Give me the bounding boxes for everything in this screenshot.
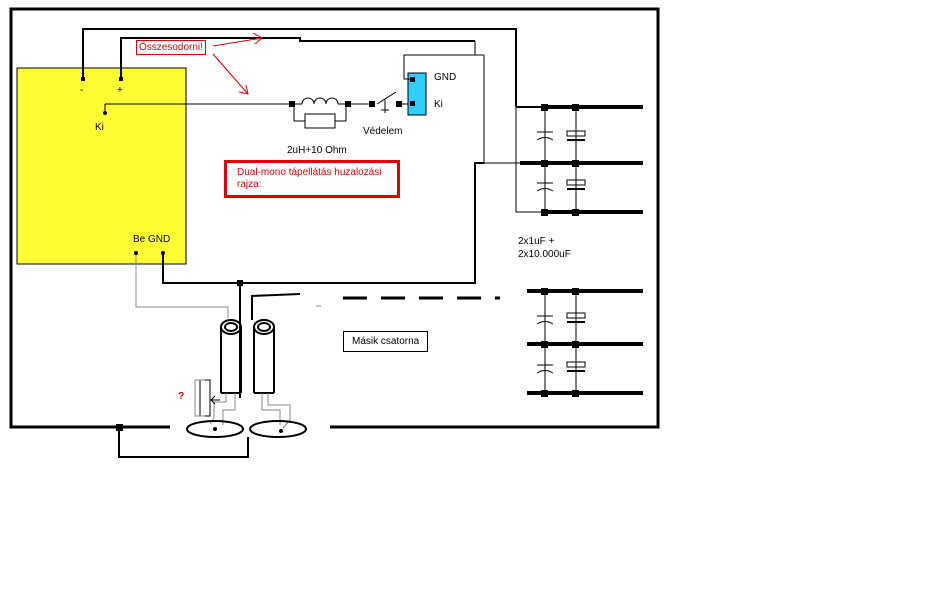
pin-minus xyxy=(81,77,85,81)
gnd-label: GND xyxy=(434,72,457,83)
be-gnd-label: Be GND xyxy=(133,234,171,245)
plus-label: + xyxy=(117,85,123,96)
diagram-title: Dual-mono tápellátás huzalozási rajza: xyxy=(224,160,400,198)
inductor-spec-label: 2uH+10 Ohm xyxy=(287,145,347,156)
amplifier-module xyxy=(16,67,187,265)
outer-frame xyxy=(9,7,660,429)
caps-spec-line1: 2x1uF + xyxy=(518,236,555,247)
shielded-cables xyxy=(220,319,275,394)
protection-switch xyxy=(370,91,410,113)
ki-right-label: Ki xyxy=(434,99,443,110)
question-mark: ? xyxy=(178,391,185,402)
protection-label: Védelem xyxy=(363,126,403,137)
output-line xyxy=(104,103,292,112)
capacitor-bank-upper xyxy=(484,105,643,214)
rca-jacks xyxy=(186,420,307,438)
twist-note: Összesodorni! xyxy=(136,40,206,55)
caps-spec-line2: 2x10.000uF xyxy=(518,249,571,260)
minus-label: - xyxy=(80,85,84,96)
other-channel-box: Másik csatorna xyxy=(343,331,429,352)
potentiometer xyxy=(194,379,220,417)
inductor-resistor xyxy=(292,97,370,129)
note-arrows xyxy=(212,32,263,95)
ground-wiring xyxy=(135,162,500,398)
pin-plus xyxy=(119,77,123,81)
bottom-ground-loop xyxy=(118,427,249,458)
ki-left-label: Ki xyxy=(95,122,104,133)
